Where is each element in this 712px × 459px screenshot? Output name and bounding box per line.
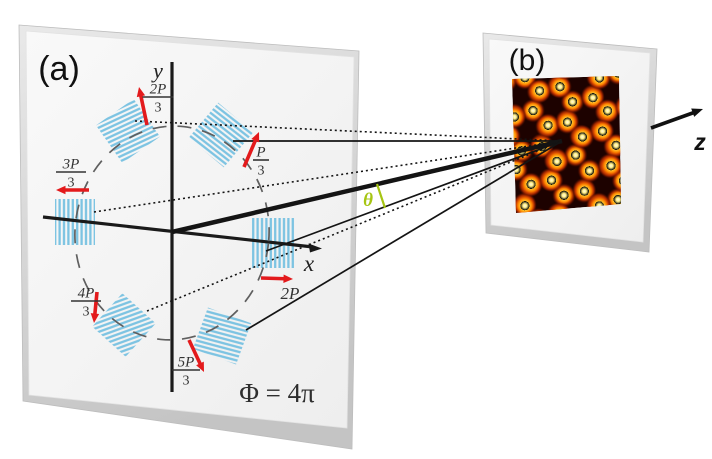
pattern-spot (521, 98, 546, 123)
beam-line-left-grating (93, 140, 563, 213)
pattern-spot (512, 104, 527, 129)
theta-angle-label: θ (363, 190, 373, 211)
beam-line-top-left-grating (134, 120, 563, 142)
fraction-numerator: 2P (150, 82, 167, 98)
panel-b-label: (b) (509, 44, 546, 77)
grating-label-text: 2P (281, 284, 300, 303)
fraction-denominator: 3 (155, 101, 162, 116)
axis-label-z: z (693, 129, 706, 155)
shift-arrow-top-left (136, 87, 149, 126)
grating-top-right (188, 102, 254, 168)
beam-line-bottom-right-grating (245, 140, 563, 331)
fraction-denominator: 3 (183, 374, 190, 389)
phase-circle (74, 125, 270, 341)
shift-arrow-left (56, 185, 89, 195)
shift-arrow-right (260, 274, 293, 283)
theta-angle-tick (375, 183, 387, 209)
grating-bottom-right (192, 307, 252, 365)
fraction-numerator: 3P (62, 157, 80, 173)
fraction-numerator: 5P (178, 355, 195, 371)
grating-label-top-left: 2P3 (142, 82, 174, 116)
pattern-spot (539, 168, 564, 193)
pattern-spot (570, 124, 595, 149)
shift-arrow-bottom-left (90, 291, 100, 323)
grating-label-bottom-left: 4P3 (71, 286, 101, 320)
x-axis-arrowhead (308, 243, 322, 253)
axis-label-y: y (151, 58, 163, 83)
pattern-spot (587, 76, 612, 90)
pattern-spot (599, 153, 621, 178)
pattern-spot (577, 158, 602, 183)
fraction-denominator: 3 (68, 176, 75, 191)
pattern-spot (527, 78, 552, 103)
fraction-numerator: P (255, 145, 265, 161)
pattern-spot (606, 76, 621, 86)
pattern-spot (595, 98, 620, 123)
phase-label: Φ = 4π (239, 378, 315, 408)
beam-line-right-grating (265, 140, 563, 252)
grating-bottom-left (92, 293, 156, 357)
grating-label-top-right: P3 (253, 145, 269, 179)
shift-arrow-bottom-right (187, 339, 204, 372)
z-axis-arrowhead (691, 108, 703, 117)
axis-label-x: x (303, 251, 315, 276)
grating-label-bottom-right: 5P3 (172, 355, 200, 389)
panel-a-label: (a) (38, 50, 80, 88)
pattern-spot (563, 143, 588, 168)
pattern-spot (590, 119, 615, 144)
grating-label-right: 2P (281, 284, 300, 303)
grating-label-left: 3P3 (56, 157, 86, 191)
z-axis-arrow (650, 110, 695, 130)
pattern-spot (512, 157, 529, 182)
pattern-spot (544, 149, 569, 174)
pattern-spot (548, 76, 572, 99)
shift-arrow-top-right (242, 132, 260, 168)
fraction-denominator: 3 (258, 164, 265, 179)
fraction-numerator: 4P (78, 286, 95, 302)
fraction-denominator: 3 (83, 305, 90, 320)
pattern-spot (536, 113, 561, 138)
pattern-spot (519, 172, 544, 197)
optical-axis-line (171, 138, 563, 235)
pattern-spot (548, 202, 572, 213)
